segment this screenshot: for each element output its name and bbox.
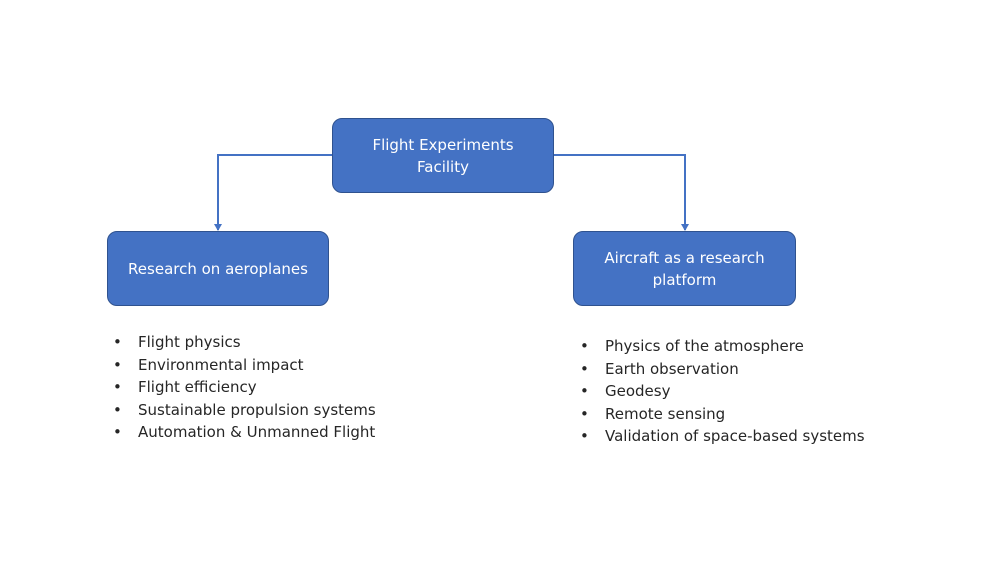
list-item: Sustainable propulsion systems [107, 399, 376, 422]
node-research-on-aeroplanes-label: Research on aeroplanes [128, 259, 308, 278]
connector-left-arrow [217, 154, 332, 230]
node-aircraft-as-research-platform: Aircraft as a research platform [573, 231, 796, 306]
list-item: Physics of the atmosphere [574, 335, 865, 358]
node-flight-experiments-facility-label: Flight Experiments Facility [372, 135, 514, 176]
connector-right-arrow [554, 154, 686, 230]
aeroplane-research-topics-list: Flight physics Environmental impact Flig… [107, 331, 376, 444]
connector-left-arrowhead [214, 224, 222, 231]
list-item: Remote sensing [574, 403, 865, 426]
list-item: Earth observation [574, 358, 865, 381]
list-item: Automation & Unmanned Flight [107, 421, 376, 444]
list-item: Flight physics [107, 331, 376, 354]
list-item: Flight efficiency [107, 376, 376, 399]
node-aircraft-as-research-platform-label: Aircraft as a research platform [604, 248, 765, 289]
list-item: Validation of space-based systems [574, 425, 865, 448]
connector-right-arrowhead [681, 224, 689, 231]
research-platform-topics-list: Physics of the atmosphere Earth observat… [574, 335, 865, 448]
list-item: Geodesy [574, 380, 865, 403]
list-item: Environmental impact [107, 354, 376, 377]
node-research-on-aeroplanes: Research on aeroplanes [107, 231, 329, 306]
node-flight-experiments-facility: Flight Experiments Facility [332, 118, 554, 193]
